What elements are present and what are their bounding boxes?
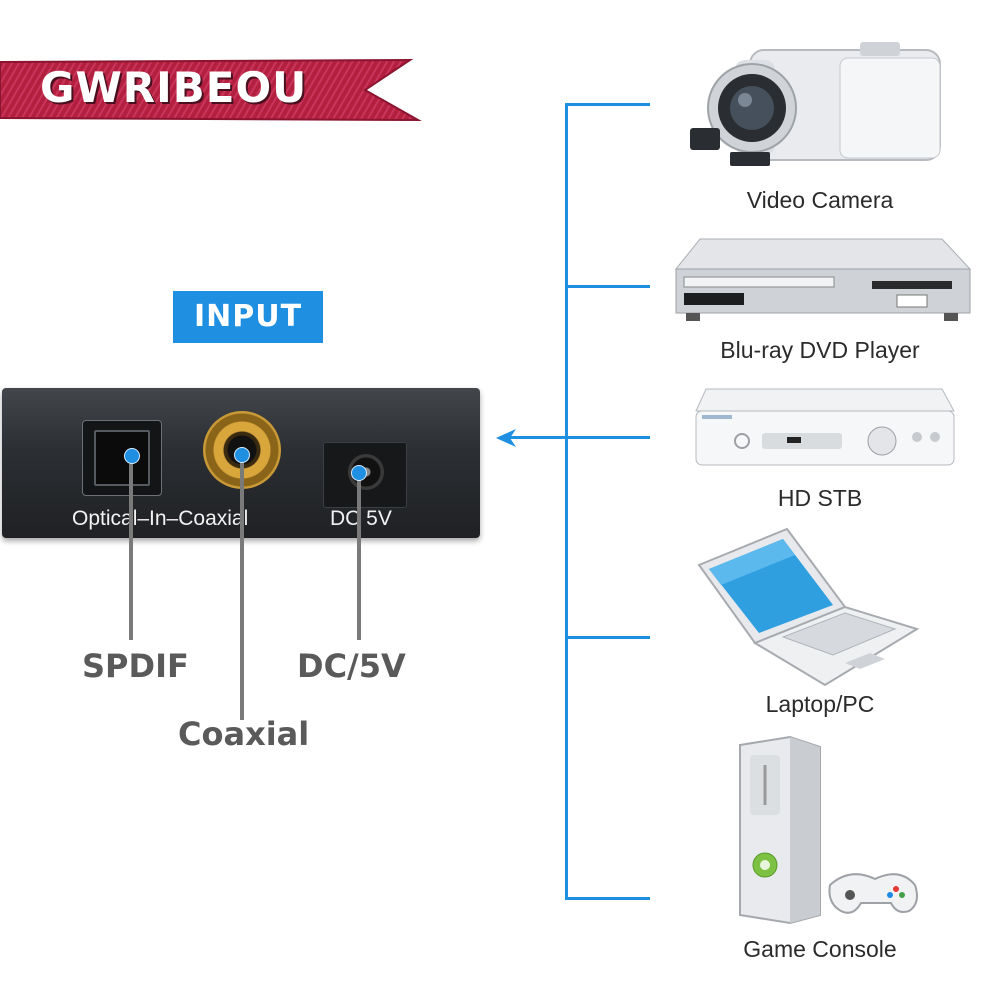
source-branch-line [565,636,650,639]
coaxial-callout: Coaxial [178,715,310,753]
optical-port-opening [94,430,150,486]
source-label-hd-stb: HD STB [777,485,863,511]
panel-port-label: Optical‒In‒Coaxial [72,507,249,530]
source-branch-line [565,285,650,288]
source-label-video-camera: Video Camera [746,187,894,213]
source-bus-line [565,103,568,900]
spdif-callout: SPDIF [82,647,189,685]
brand-logo-text: GWRIBEOU [40,63,308,112]
dc-marker-dot [351,465,367,481]
input-badge: INPUT [173,291,323,343]
dc-leader-line [357,478,361,640]
source-branch-line [510,436,650,439]
spdif-leader-line [129,460,133,640]
source-label-laptop-pc: Laptop/PC [765,691,875,717]
coaxial-leader-line [240,460,244,720]
source-branch-line [565,897,650,900]
dc-callout: DC/5V [297,647,406,685]
game-console-icon [739,735,918,925]
source-branch-line [565,103,650,106]
dc-port [323,442,407,508]
brand-banner [0,58,422,122]
video-camera-icon [690,42,941,166]
coaxial-marker-dot [234,447,250,463]
bluray-dvd-player-icon [674,238,972,321]
spdif-marker-dot [124,448,140,464]
signal-arrow-icon [496,429,516,447]
source-label-bluray-dvd-player: Blu-ray DVD Player [720,337,920,363]
hd-stb-icon [695,388,955,466]
source-label-game-console: Game Console [743,936,897,962]
laptop-icon [697,527,920,687]
